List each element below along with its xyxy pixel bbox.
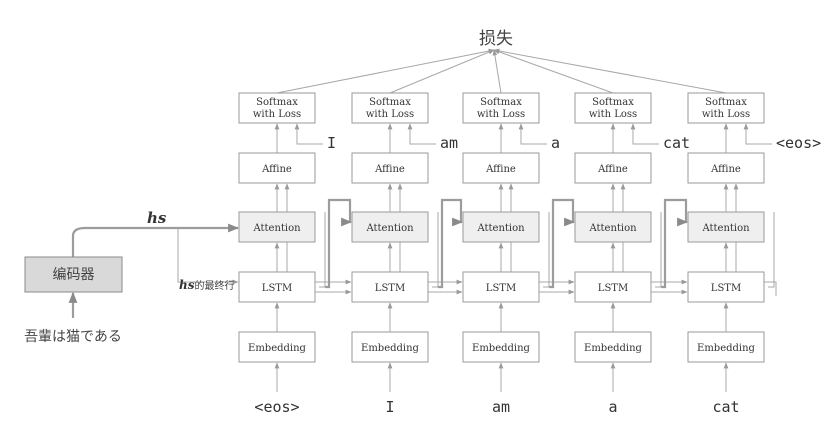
- embedding-box-4: [574, 331, 652, 363]
- loss-label: 损失: [479, 29, 513, 49]
- connectors: [68, 48, 777, 392]
- input-word-3: am: [492, 398, 510, 416]
- softmax-to-loss-5: [493, 48, 727, 94]
- softmax-to-loss-4: [493, 49, 614, 94]
- input-sentence: 吾輩は猫である: [24, 329, 122, 345]
- hs-broadcast-3: [549, 198, 576, 289]
- embedding-label-1: Embedding: [248, 343, 307, 354]
- softmax-label-line1-2: Softmax: [369, 97, 411, 108]
- input-word-4: a: [608, 398, 617, 416]
- attention-label-1: Attention: [252, 223, 301, 234]
- input-word-5: cat: [712, 398, 739, 416]
- softmax-with-loss-box-2: [351, 92, 429, 124]
- affine-label-4: Affine: [597, 164, 628, 175]
- lstm-box-4: [574, 271, 652, 303]
- attention-box-5: [687, 211, 765, 243]
- affine-label-3: Affine: [485, 164, 516, 175]
- lstm-box-3: [462, 271, 540, 303]
- lstm-skip-4: [655, 212, 662, 288]
- softmax-label-line2-4: with Loss: [589, 109, 637, 120]
- input-word-2: I: [385, 398, 394, 416]
- attention-box-2: [351, 211, 429, 243]
- softmax-label-line1-5: Softmax: [705, 97, 747, 108]
- affine-label-1: Affine: [261, 164, 292, 175]
- softmax-to-loss-1: [276, 48, 495, 94]
- affine-box-1: [238, 152, 316, 184]
- affine-box-2: [351, 152, 429, 184]
- embedding-box-3: [462, 331, 540, 363]
- embedding-box-2: [351, 331, 429, 363]
- affine-label-2: Affine: [374, 164, 405, 175]
- affine-label-5: Affine: [710, 164, 741, 175]
- target-word-1: I: [327, 134, 336, 152]
- attention-box-4: [574, 211, 652, 243]
- target-to-softmax-2: [407, 123, 436, 145]
- target-word-4: cat: [663, 134, 690, 152]
- lstm-skip-3: [543, 212, 550, 288]
- encoder-box: [24, 256, 123, 293]
- encoder-hs-line: [71, 226, 178, 257]
- softmax-with-loss-box-5: [687, 92, 765, 124]
- lstm-label-1: LSTM: [262, 283, 292, 294]
- embedding-box-1: [238, 331, 316, 363]
- softmax-with-loss-box-3: [462, 92, 540, 124]
- input-word-1: <eos>: [254, 398, 299, 416]
- attention-box-1: [238, 211, 316, 243]
- lstm-skip-2: [432, 212, 439, 288]
- softmax-with-loss-box-1: [238, 92, 316, 124]
- attention-label-4: Attention: [588, 223, 637, 234]
- hs-label: hs: [147, 209, 167, 227]
- softmax-to-loss-2: [389, 49, 495, 94]
- softmax-label-line2-1: with Loss: [253, 109, 301, 120]
- lstm-label-2: LSTM: [375, 283, 405, 294]
- embedding-label-5: Embedding: [697, 343, 756, 354]
- lstm-skip-1: [319, 212, 326, 288]
- affine-box-3: [462, 152, 540, 184]
- static-labels: 损失 编码器 吾輩は猫である hs hs的最终行: [24, 29, 513, 345]
- lstm-label-4: LSTM: [598, 283, 628, 294]
- hs-broadcast-4: [661, 198, 689, 289]
- hs-lstm-label-suffix: 的最终行: [194, 279, 234, 292]
- embedding-label-2: Embedding: [361, 343, 420, 354]
- target-to-softmax-1: [294, 123, 323, 145]
- softmax-label-line2-2: with Loss: [366, 109, 414, 120]
- target-word-5: <eos>: [776, 134, 821, 152]
- attention-label-5: Attention: [701, 223, 750, 234]
- hs-lstm-label: hs的最终行: [179, 278, 234, 292]
- target-to-softmax-5: [743, 123, 772, 145]
- softmax-label-line1-3: Softmax: [480, 97, 522, 108]
- target-to-softmax-4: [630, 123, 659, 145]
- softmax-label-line2-5: with Loss: [702, 109, 750, 120]
- lstm-label-3: LSTM: [486, 283, 516, 294]
- target-to-softmax-3: [518, 123, 547, 145]
- lstm-box-5: [687, 271, 765, 303]
- encoder-label: 编码器: [53, 267, 95, 283]
- softmax-to-loss-3: [492, 49, 502, 94]
- attention-box-3: [462, 211, 540, 243]
- embedding-label-4: Embedding: [584, 343, 643, 354]
- lstm-skip-5: [768, 212, 775, 288]
- lstm-tail: [764, 281, 777, 296]
- softmax-label-line2-3: with Loss: [477, 109, 525, 120]
- target-word-3: a: [551, 134, 560, 152]
- attention-label-3: Attention: [476, 223, 525, 234]
- softmax-label-line1-1: Softmax: [256, 97, 298, 108]
- attention-label-2: Attention: [365, 223, 414, 234]
- softmax-with-loss-box-4: [574, 92, 652, 124]
- target-word-2: am: [440, 134, 458, 152]
- hs-broadcast-1: [325, 198, 353, 289]
- lstm-label-5: LSTM: [711, 283, 741, 294]
- affine-box-5: [687, 152, 765, 184]
- softmax-label-line1-4: Softmax: [592, 97, 634, 108]
- lstm-box-1: [238, 271, 316, 303]
- lstm-box-2: [351, 271, 429, 303]
- affine-box-4: [574, 152, 652, 184]
- hs-lstm-label-hs: hs: [179, 278, 195, 292]
- embedding-label-3: Embedding: [472, 343, 531, 354]
- hs-broadcast-2: [438, 198, 464, 289]
- embedding-box-5: [687, 331, 765, 363]
- hs-to-lstm-1: [177, 228, 239, 285]
